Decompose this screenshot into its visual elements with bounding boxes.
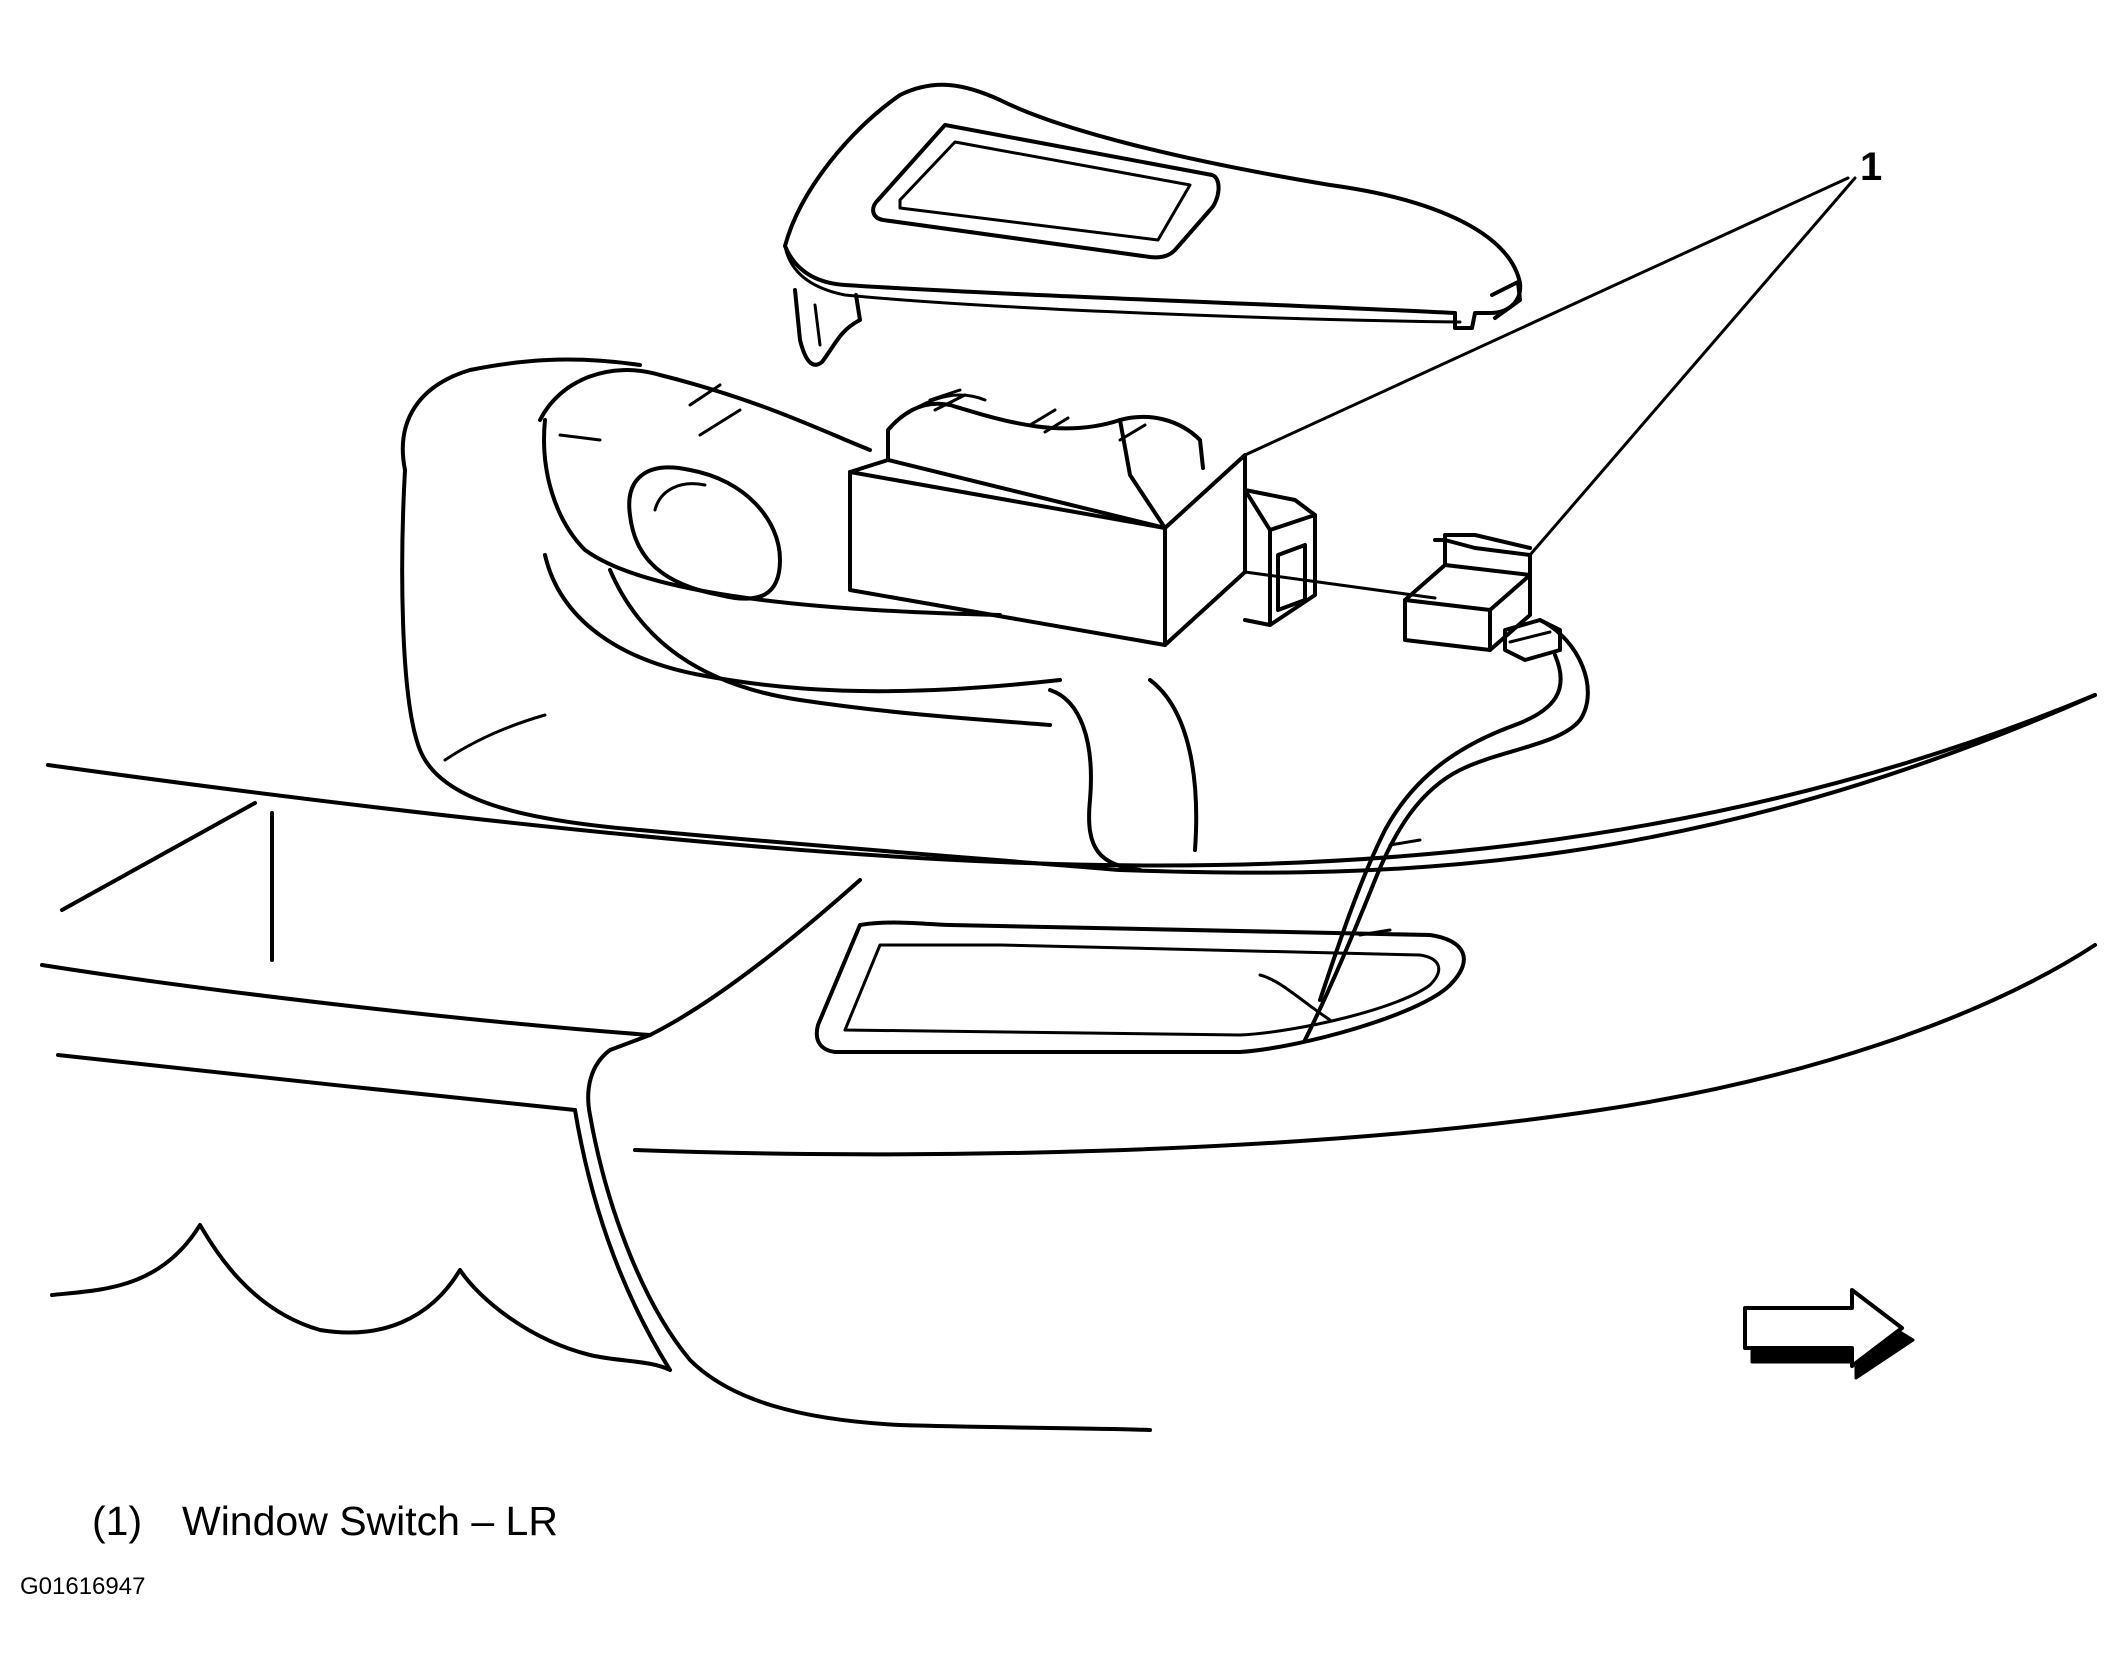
legend-description: Window Switch – LR (182, 1498, 558, 1544)
window-switch (848, 388, 1317, 647)
legend-item: (1) Window Switch – LR (92, 1498, 558, 1545)
door-armrest (400, 357, 1199, 872)
switch-bezel (783, 82, 1523, 367)
callout-number-1: 1 (1860, 145, 1882, 189)
legend-number: (1) (92, 1498, 143, 1544)
right-arrow-icon (1743, 1288, 1915, 1380)
harness-connector (1258, 533, 1590, 1042)
figure-id: G01616947 (20, 1573, 146, 1600)
door-panel (40, 693, 2097, 1432)
callout-leaders (1243, 176, 1857, 600)
legend: (1) Window Switch – LR (92, 1498, 558, 1545)
